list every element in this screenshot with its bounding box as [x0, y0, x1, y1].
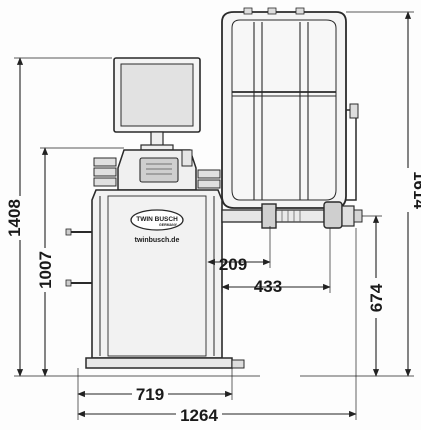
- guard-panel: [231, 19, 337, 201]
- brand-name: TWIN BUSCH: [136, 216, 178, 223]
- label-hub-offset: 433: [254, 277, 282, 296]
- shaft-assembly: [221, 201, 363, 229]
- quick-nut: [323, 201, 343, 229]
- brand-url: twinbusch.de: [135, 237, 180, 244]
- base-plinth: [85, 357, 233, 369]
- brake-pedal: [231, 359, 245, 369]
- guard-clip-1: [243, 7, 253, 15]
- monitor: [113, 57, 201, 151]
- monitor-stand: [150, 131, 164, 147]
- label-cabinet-height: 1007: [36, 251, 55, 289]
- dimension-labels: 1408 1007 1614 674 209 433 719 1264: [5, 168, 421, 425]
- weight-tray-left-3: [93, 177, 117, 187]
- weight-tray-left-1: [93, 157, 117, 167]
- weight-tray-right-2: [197, 179, 221, 189]
- brand-logo: [130, 209, 184, 231]
- weight-tray-right-1: [197, 169, 221, 179]
- shaft-housing: [221, 209, 263, 223]
- side-knob: [181, 149, 193, 167]
- monitor-screen: [120, 63, 194, 127]
- label-hub-height: 674: [367, 283, 386, 312]
- wheel-guard: [221, 7, 359, 209]
- label-total-width: 1264: [180, 406, 218, 425]
- guard-hinge-arm: [346, 109, 357, 201]
- label-base-width: 719: [136, 385, 164, 404]
- brand-subtitle: GERMANY: [159, 223, 178, 227]
- brand-plate: TWIN BUSCH GERMANY twinbusch.de: [130, 209, 184, 244]
- control-head: [93, 149, 221, 191]
- front-door: [107, 195, 207, 357]
- label-guard-height: 1614: [410, 171, 421, 209]
- label-total-height: 1408: [5, 199, 24, 237]
- keypad-panel: [139, 157, 179, 183]
- guard-clip-2: [267, 7, 277, 15]
- label-flange-offset: 209: [219, 255, 247, 274]
- guard-clip-3: [295, 7, 305, 15]
- weight-tray-left-2: [93, 167, 117, 177]
- hub-flange: [261, 203, 277, 229]
- cabinet: [65, 189, 245, 369]
- nut-handle: [341, 205, 355, 227]
